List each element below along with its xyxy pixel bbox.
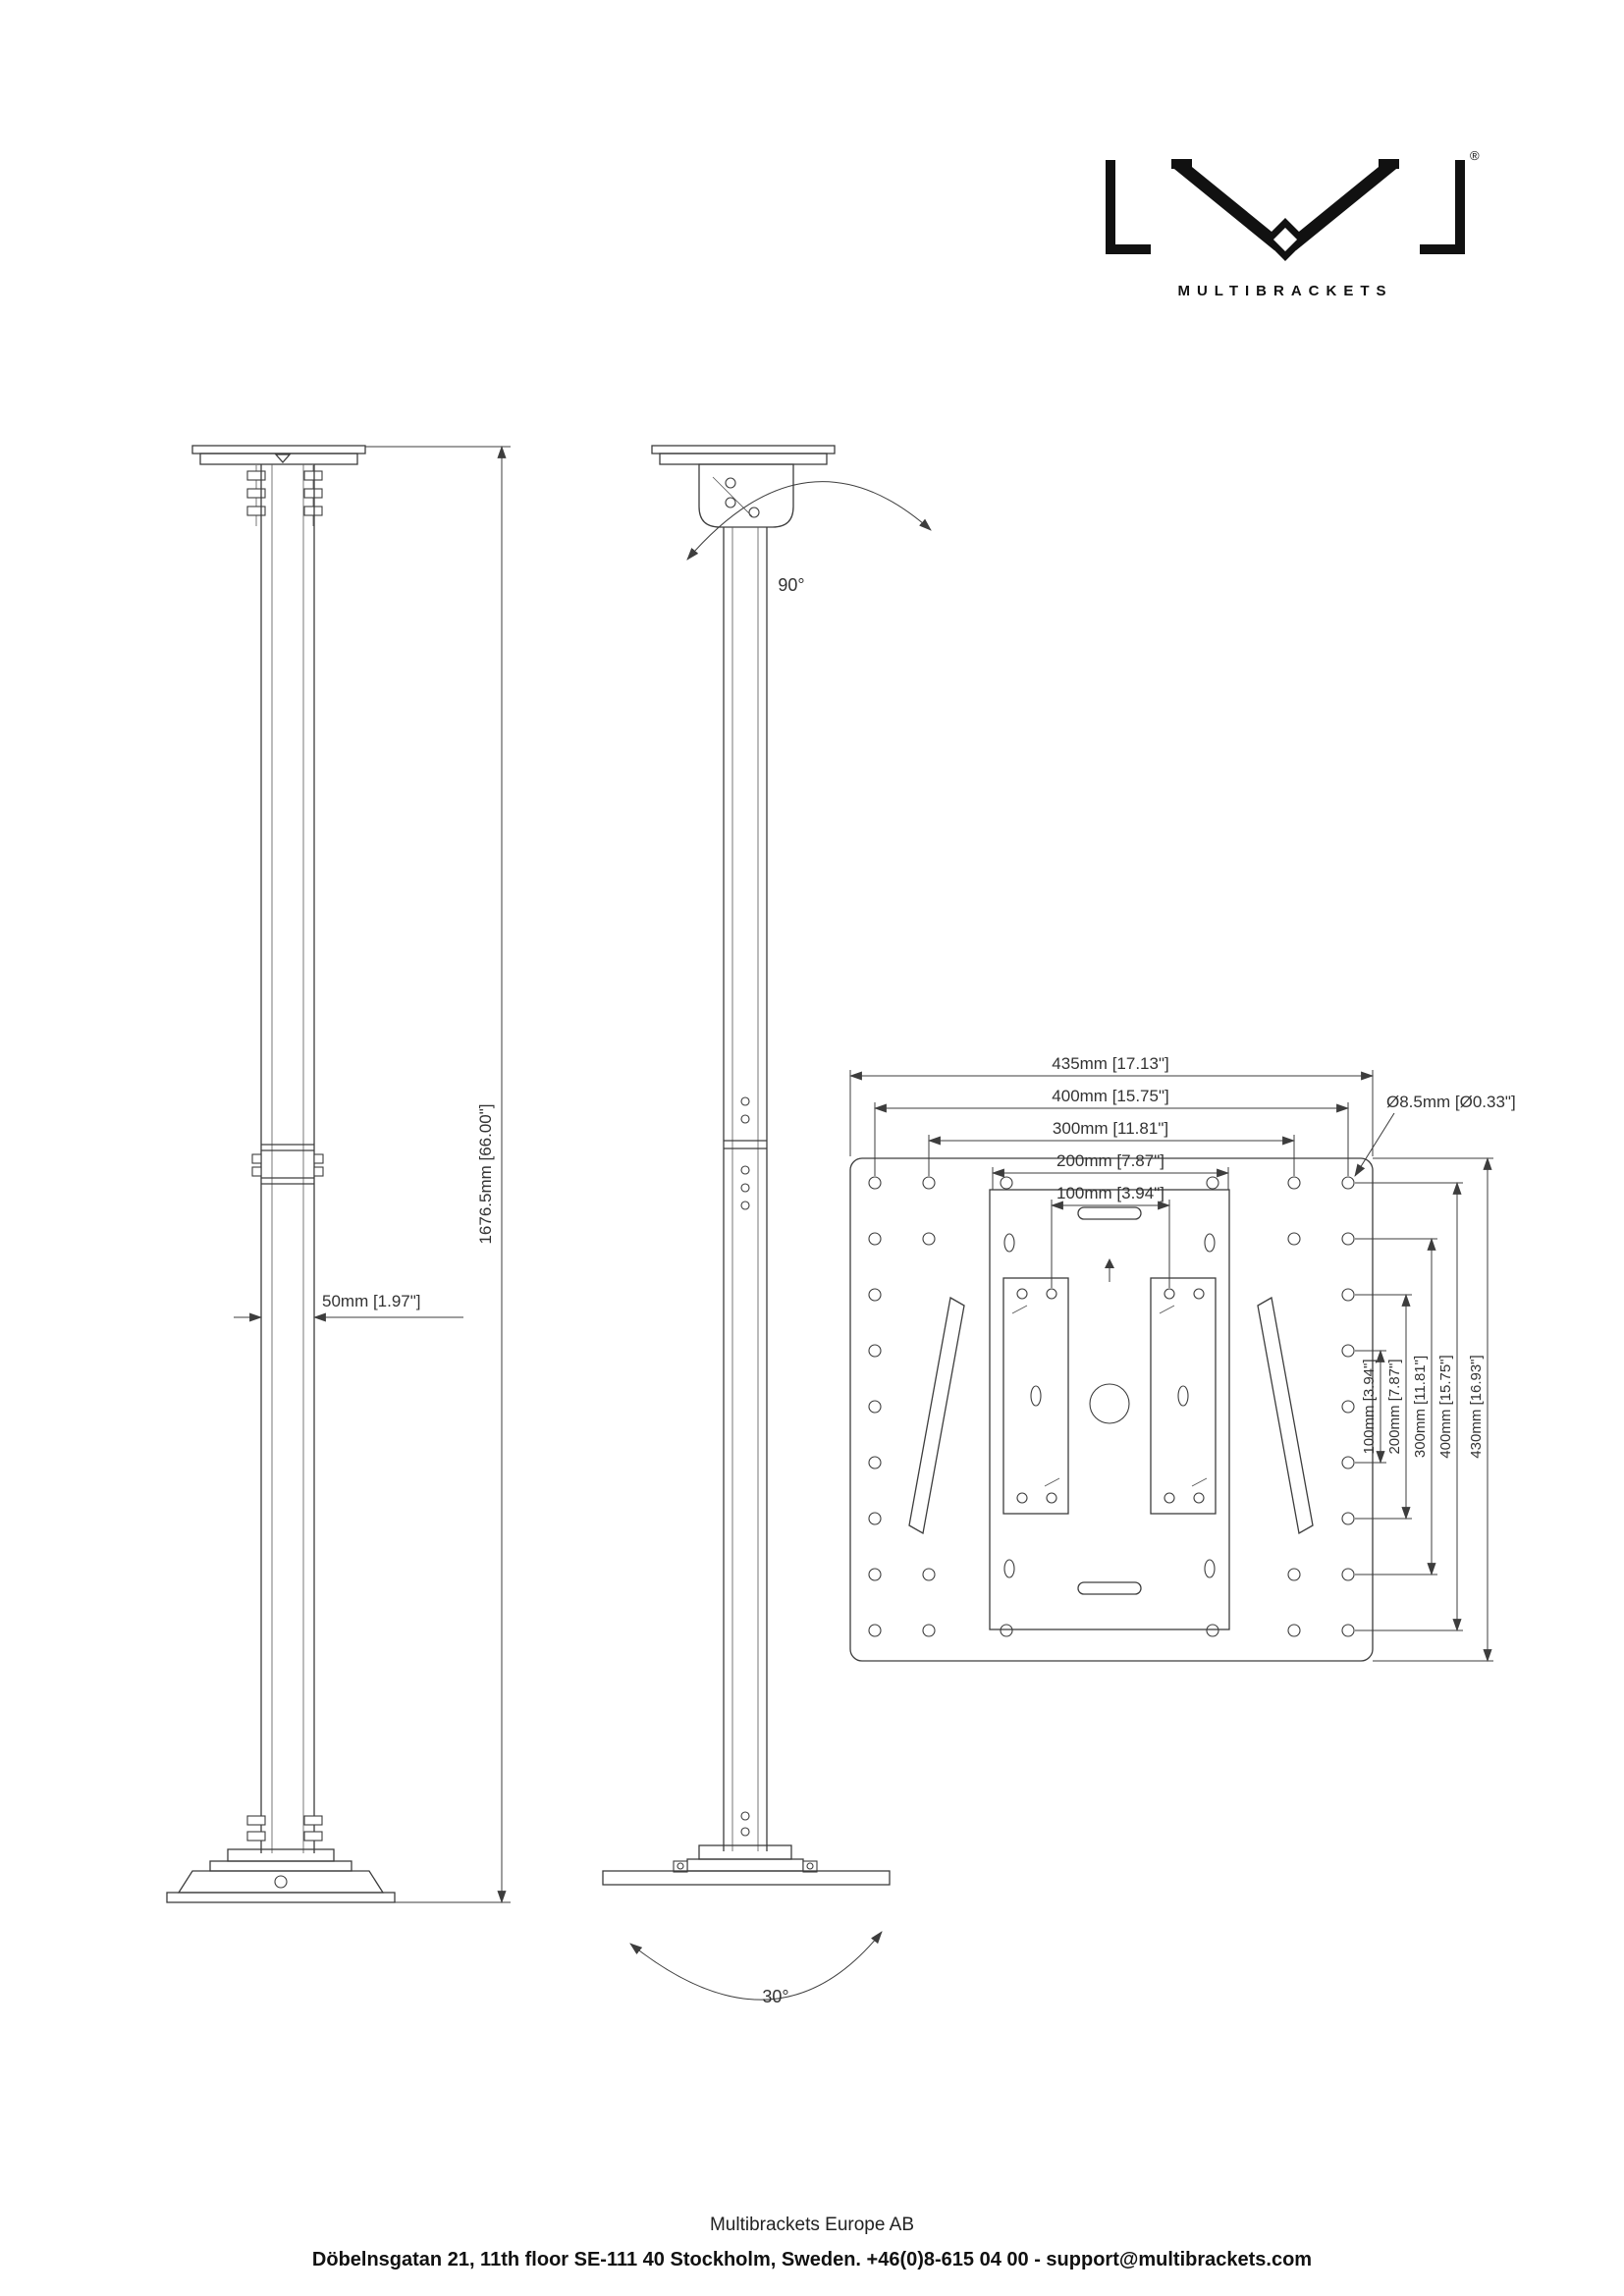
overall-height-dim-label: 1676.5mm [66.00"] [476,1103,495,1244]
rear-height-dimensions: 100mm [3.94"] 200mm [7.87"] 300mm [11.81… [1355,1156,1493,1663]
vesa-rail-left [1002,1277,1069,1515]
side-floor-mount [602,1811,891,1886]
logo-m-right-diagonal-icon [1287,158,1397,251]
side-swivel-bracket [698,463,794,528]
pole-width-dim-label: 50mm [1.97"] [322,1292,421,1310]
vesa-slanted-slots [908,1296,1314,1535]
height-dim-100-label: 100mm [3.94"] [1361,1359,1378,1454]
width-dim-100-label: 100mm [3.94"] [1056,1184,1164,1202]
width-dim-300-label: 300mm [11.81"] [1053,1119,1168,1138]
front-ceiling-plate [191,445,366,465]
vesa-rail-right [1150,1277,1217,1515]
rotation-arrow-90-icon [686,481,932,561]
front-bottom-bolts [246,1815,323,1842]
height-dim-400-label: 400mm [15.75"] [1437,1355,1454,1458]
side-ceiling-plate [651,445,836,465]
front-top-bolts [246,465,323,526]
tilt-angle-label: 30° [762,1987,788,2006]
side-tilt-rotation: 30° [629,1931,883,2006]
rear-view: 435mm [17.13"] 400mm [15.75"] 300mm [11.… [848,1054,1516,1663]
swivel-angle-label: 90° [778,575,804,595]
height-dim-300-label: 300mm [11.81"] [1412,1356,1429,1458]
width-dim-200-label: 200mm [7.87"] [1056,1151,1164,1170]
front-view: 1676.5mm [66.00"] 50mm [1.97"] [166,445,511,1904]
height-dim-430-label: 430mm [16.93"] [1468,1355,1485,1458]
footer-address: Döbelnsgatan 21, 11th floor SE-111 40 St… [312,2249,1312,2270]
hole-diameter-label: Ø8.5mm [Ø0.33"] [1386,1093,1516,1111]
front-pole-coupling [251,1144,324,1185]
front-height-dimension: 1676.5mm [66.00"] [365,445,511,1904]
brand-wordmark: MULTIBRACKETS [1177,283,1392,299]
up-arrow-icon [1105,1258,1114,1282]
vesa-plate-holes [868,1176,1355,1637]
hole-diameter-callout: Ø8.5mm [Ø0.33"] [1354,1093,1516,1177]
logo-m-left-diagonal-icon [1173,158,1283,251]
height-dim-200-label: 200mm [7.87"] [1386,1359,1403,1454]
side-view: 90° [602,445,932,2006]
front-pole [260,464,315,1853]
front-pole-width-dimension: 50mm [1.97"] [234,1292,463,1322]
logo-left-bracket-icon [1106,160,1151,254]
footer: Multibrackets Europe AB Döbelnsgatan 21,… [312,2215,1312,2270]
width-dim-400-label: 400mm [15.75"] [1052,1087,1168,1105]
front-floor-mount [166,1848,396,1903]
vesa-center-strip [989,1189,1230,1630]
rotation-arrow-30-icon [629,1931,883,2001]
width-dim-435-label: 435mm [17.13"] [1052,1054,1168,1073]
side-swivel-rotation: 90° [686,481,932,595]
brand-logo: ® MULTIBRACKETS [1106,148,1480,299]
logo-diamond-icon [1264,218,1307,261]
center-hole [1089,1383,1130,1424]
vesa-plate [849,1157,1374,1662]
registered-mark: ® [1470,148,1480,163]
footer-company: Multibrackets Europe AB [710,2215,914,2235]
logo-right-bracket-icon [1420,160,1465,254]
side-pole-coupling [724,1096,767,1210]
side-pole [723,527,768,1851]
rear-width-dimensions: 435mm [17.13"] 400mm [15.75"] 300mm [11.… [848,1054,1375,1288]
